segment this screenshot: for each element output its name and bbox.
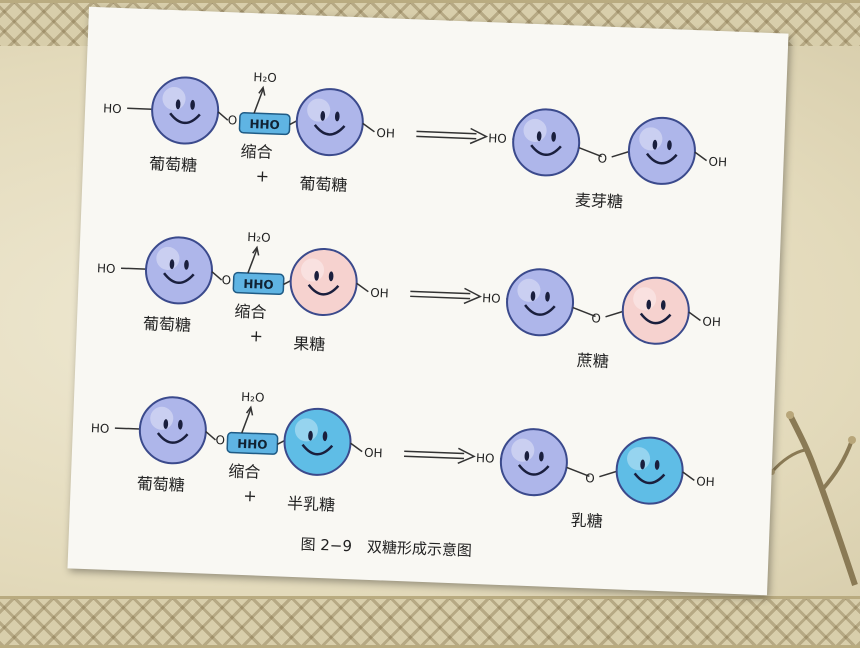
bond-line (356, 283, 368, 291)
figure-caption: 图 2−9 双糖形成示意图 (300, 535, 472, 560)
bond-line (688, 312, 700, 320)
bottom-border-band (0, 596, 860, 648)
bond-line (206, 432, 216, 440)
condensation-label: 缩合 (240, 142, 273, 162)
hydroxyl-label: HO (97, 261, 116, 276)
glucose-molecule (145, 236, 213, 304)
reaction-arrow-line (404, 456, 464, 458)
monomer-name-left: 葡萄糖 (149, 154, 198, 175)
bond-line (695, 152, 707, 160)
bond-line (121, 268, 146, 269)
sugar-ring-circle (145, 236, 213, 304)
sugar-ring-circle (296, 88, 364, 156)
bond-line (277, 440, 284, 444)
monosaccharide-molecule (296, 88, 364, 156)
oxygen-label: O (221, 273, 231, 287)
plus-sign: + (243, 486, 257, 506)
product-hydroxyl-label: OH (708, 155, 727, 170)
bond-line (284, 280, 291, 284)
hydroxyl-label: OH (370, 286, 389, 301)
oxygen-label: O (228, 113, 238, 127)
hydroxyl-label: HO (103, 101, 122, 116)
product-second-unit (615, 436, 683, 504)
monosaccharide-molecule (289, 248, 357, 316)
bond-line (362, 123, 374, 131)
hho-label: HHO (243, 277, 274, 292)
product-hydroxyl-label: HO (482, 291, 501, 306)
reaction-arrow-line (417, 131, 477, 133)
monomer-name-left: 葡萄糖 (143, 314, 192, 335)
product-glucose-unit (506, 268, 574, 336)
hho-label: HHO (249, 117, 280, 132)
oxygen-label: O (215, 433, 225, 447)
product-hydroxyl-label: OH (696, 474, 715, 489)
product-hydroxyl-label: HO (488, 131, 507, 146)
glycosidic-oxygen-label: O (597, 151, 607, 165)
monomer-name-right: 葡萄糖 (299, 174, 348, 195)
bond-line (350, 443, 362, 451)
plus-sign: + (249, 326, 263, 346)
sugar-ring-circle (151, 76, 219, 144)
product-name: 麦芽糖 (575, 191, 624, 212)
product-glucose-unit (500, 428, 568, 496)
sugar-ring-circle (283, 408, 351, 476)
sugar-ring-circle (512, 108, 580, 176)
glucose-molecule (151, 76, 219, 144)
reaction-arrow-line (404, 451, 464, 453)
plum-branch-decoration (760, 380, 860, 590)
water-label: H₂O (247, 230, 271, 245)
bond-line (606, 311, 623, 318)
product-name: 乳糖 (570, 511, 603, 531)
reaction-arrow-line (416, 136, 476, 138)
bond-line (290, 121, 297, 125)
reaction-arrow-line (410, 296, 470, 298)
bond-line (599, 471, 616, 478)
hydroxyl-label: OH (376, 126, 395, 141)
monomer-name-left: 葡萄糖 (136, 474, 185, 495)
monomer-name-right: 半乳糖 (287, 494, 336, 515)
hydroxyl-label: HO (91, 421, 110, 436)
condensation-label: 缩合 (228, 461, 261, 481)
product-second-unit (628, 117, 696, 185)
reaction-arrowhead (470, 129, 487, 145)
glycosidic-oxygen-label: O (585, 471, 595, 485)
product-glucose-unit (512, 108, 580, 176)
sugar-ring-circle (500, 428, 568, 496)
monosaccharide-molecule (283, 408, 351, 476)
reaction-arrow-line (410, 291, 470, 293)
sugar-ring-circle (506, 268, 574, 336)
glucose-molecule (139, 396, 207, 464)
product-name: 蔗糖 (576, 351, 609, 371)
reaction-arrowhead (458, 448, 475, 464)
sugar-ring-circle (289, 248, 357, 316)
glycosidic-oxygen-label: O (591, 311, 601, 325)
product-hydroxyl-label: HO (476, 451, 495, 466)
water-label: H₂O (253, 70, 277, 85)
sugar-ring-circle (139, 396, 207, 464)
monomer-name-right: 果糖 (293, 334, 326, 354)
hydroxyl-label: OH (364, 446, 383, 461)
condensation-label: 缩合 (234, 302, 267, 322)
plus-sign: + (255, 166, 269, 186)
bond-line (612, 151, 629, 158)
bond-line (127, 108, 152, 109)
hho-label: HHO (237, 437, 268, 452)
bond-line (218, 112, 228, 120)
product-hydroxyl-label: OH (702, 315, 721, 330)
product-second-unit (622, 277, 690, 345)
bond-line (115, 428, 140, 429)
water-label: H₂O (241, 390, 265, 405)
bond-line (212, 272, 222, 280)
reaction-arrowhead (464, 288, 481, 304)
sugar-ring-circle (628, 117, 696, 185)
bond-line (682, 472, 694, 480)
sugar-ring-circle (622, 277, 690, 345)
sugar-ring-circle (615, 436, 683, 504)
